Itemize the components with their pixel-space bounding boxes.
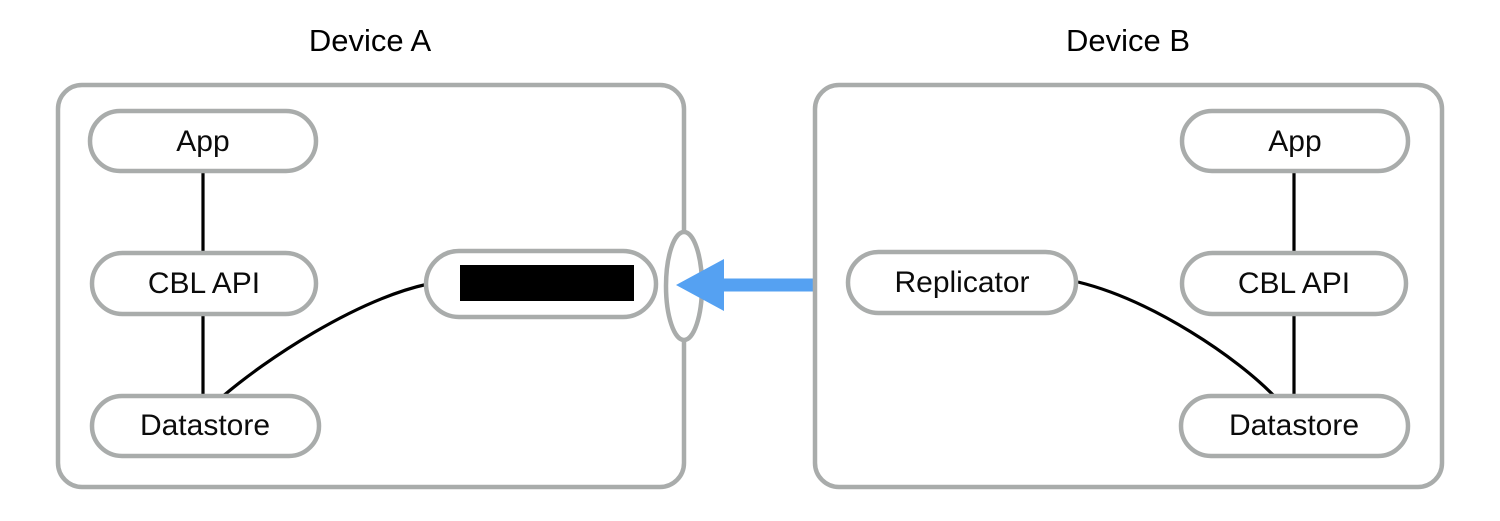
node-datastore-b[interactable]: Datastore [1178,393,1411,459]
node-datastore-b-shape [1178,393,1411,459]
node-cbl-api-b[interactable]: CBL API [1179,250,1409,317]
node-redacted-a[interactable] [423,248,659,320]
node-cbl-api-b-shape [1179,250,1409,317]
node-cbl-api-a[interactable]: CBL API [89,250,319,317]
connector-replicator-b-to-datastore-b [1077,280,1277,399]
node-cbl-api-b-label: CBL API [1238,267,1350,300]
node-replicator-b-shape [845,249,1079,316]
replication-arrow-head-icon [676,259,724,311]
device-b-group: Device B Replicator App CBL API [812,23,1445,490]
device-b-title: Device B [1066,23,1190,58]
connector-datastore-a-to-redacted-node [220,282,429,399]
node-replicator-b-label: Replicator [894,266,1029,299]
node-datastore-a-label: Datastore [140,409,270,442]
node-cbl-api-a-label: CBL API [148,267,260,300]
node-app-b[interactable]: App [1179,108,1411,174]
node-app-a[interactable]: App [87,108,319,174]
redaction-bar-icon [460,265,634,301]
device-a-title: Device A [309,23,432,58]
node-datastore-b-label: Datastore [1229,409,1359,442]
node-cbl-api-a-shape [89,250,319,317]
node-app-a-shape [87,108,319,174]
node-app-b-label: App [1268,125,1321,158]
node-app-a-label: App [176,125,229,158]
node-app-b-shape [1179,108,1411,174]
node-replicator-b[interactable]: Replicator [845,249,1079,316]
node-datastore-a[interactable]: Datastore [89,393,322,459]
device-a-group: Device A App CBL API Datastore [55,23,705,490]
device-b-frame [812,82,1445,490]
node-datastore-a-shape [89,393,322,459]
